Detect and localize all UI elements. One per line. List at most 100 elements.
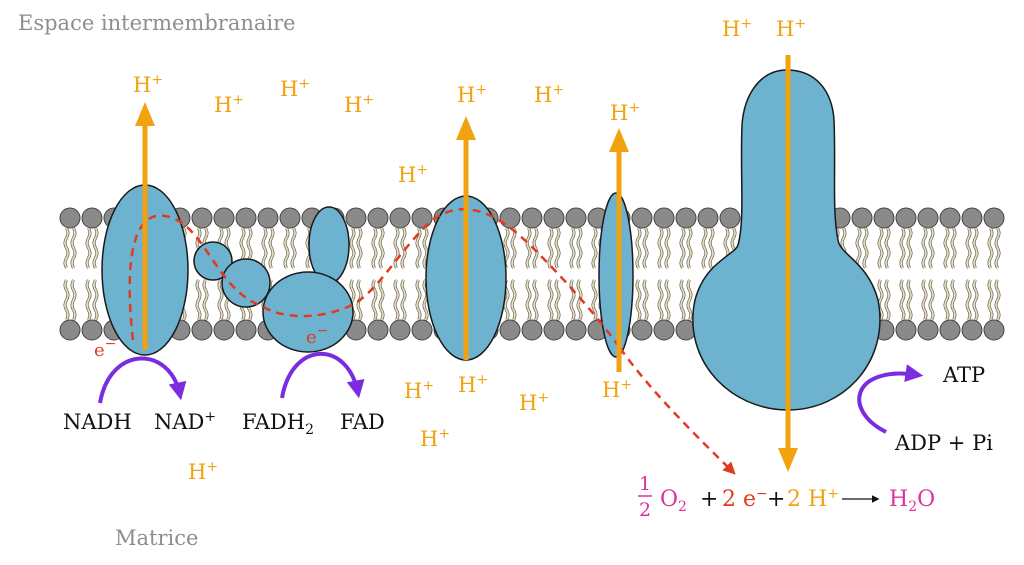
water-formation-equation: 1 2 O2 + 2 e− + 2 H+ H2O — [638, 473, 935, 521]
lipid-tail — [555, 227, 560, 269]
lipid-tail — [196, 279, 201, 321]
lipid-head — [653, 207, 675, 229]
lipid-tail — [680, 279, 685, 321]
fraction-denominator: 2 — [639, 499, 651, 521]
lipid-tail — [577, 227, 582, 269]
lipid-tail — [680, 227, 685, 269]
atp-synthesis-arrow — [857, 364, 924, 434]
reaction-arrows — [98, 351, 924, 434]
lipid-head — [235, 207, 257, 229]
lipid-tail — [878, 227, 883, 269]
proton-label: H+ — [458, 372, 488, 397]
lipid-head — [895, 207, 917, 229]
proton-label: H+ — [214, 92, 244, 117]
lipid-tail — [218, 279, 223, 321]
complex-ii-subunit-b — [308, 206, 350, 284]
lipid-head — [367, 207, 389, 229]
lipid-head — [389, 207, 411, 229]
proton-labels: H+ H+ H+ H+ H+ H+ H+ H+ H+ H+ H+ H+ H+ H… — [133, 16, 806, 484]
lipid-tail — [93, 227, 98, 269]
lipid-tail — [511, 279, 516, 321]
lipid-tail — [687, 279, 692, 321]
lipid-tail — [423, 227, 428, 269]
lipid-head — [279, 207, 301, 229]
complex-iv-proton-arrowhead — [609, 128, 629, 152]
lipid-tail — [526, 227, 531, 269]
lipid-head — [81, 207, 103, 229]
lipid-head — [543, 319, 565, 341]
lipid-head — [191, 319, 213, 341]
lipid-tail — [944, 227, 949, 269]
lipid-tail — [86, 279, 91, 321]
lipid-tail — [401, 227, 406, 269]
complex-iv — [598, 192, 634, 358]
lipid-tail — [878, 279, 883, 321]
proton-label: H+ — [519, 390, 549, 415]
lipid-head — [675, 207, 697, 229]
lipid-tail — [922, 227, 927, 269]
proton-arrows — [135, 55, 798, 472]
proton-label: H+ — [610, 100, 640, 125]
lipid-tail — [357, 227, 362, 269]
lipid-tail — [284, 227, 289, 269]
plus-sign: + — [700, 487, 718, 512]
lipid-tail — [995, 279, 1000, 321]
proton-label: H+ — [133, 72, 163, 97]
atp-synthase-proton-arrowhead — [778, 448, 798, 472]
proton-label: H+ — [398, 162, 428, 187]
lipid-head — [917, 207, 939, 229]
electron-label-complex-ii: e− — [306, 323, 328, 348]
lipid-head — [983, 319, 1005, 341]
lipid-tail — [863, 227, 868, 269]
lipid-head — [939, 319, 961, 341]
lipid-tail — [379, 227, 384, 269]
lipid-tail — [423, 279, 428, 321]
lipid-head — [59, 207, 81, 229]
lipid-tail — [555, 279, 560, 321]
lipid-tail — [71, 279, 76, 321]
complex-ii-subunit-a — [221, 258, 271, 308]
proton-label: H+ — [280, 76, 310, 101]
lipid-tail — [643, 279, 648, 321]
lipid-tail — [973, 227, 978, 269]
matrix-label: Matrice — [115, 526, 198, 550]
lipid-head — [631, 319, 653, 341]
lipid-tail — [687, 227, 692, 269]
lipid-head — [367, 319, 389, 341]
lipid-tail — [592, 279, 597, 321]
lipid-tail — [966, 279, 971, 321]
lipid-tail — [93, 279, 98, 321]
lipid-head — [631, 207, 653, 229]
lipid-head — [235, 319, 257, 341]
lipid-head — [389, 319, 411, 341]
lipid-tail — [885, 227, 890, 269]
electron-to-oxygen-arrow — [618, 347, 736, 475]
intermembrane-space-label: Espace intermembranaire — [18, 11, 296, 35]
lipid-head — [697, 207, 719, 229]
lipid-head — [983, 207, 1005, 229]
nad-plus-label: NAD+ — [154, 409, 216, 434]
protons-term: 2 H+ — [787, 486, 839, 512]
lipid-tail — [885, 279, 890, 321]
fadh2-oxidation-arrow — [280, 351, 365, 399]
electrons-term: 2 e− — [722, 486, 768, 512]
lipid-tail — [548, 227, 553, 269]
lipid-head — [213, 207, 235, 229]
lipid-tail — [269, 227, 274, 269]
lipid-head — [565, 319, 587, 341]
lipid-tail — [636, 227, 641, 269]
lipid-head — [565, 207, 587, 229]
proton-label: H+ — [776, 16, 806, 41]
lipid-tail — [856, 227, 861, 269]
proton-label: H+ — [457, 82, 487, 107]
lipid-tail — [533, 279, 538, 321]
lipid-tail — [291, 227, 296, 269]
lipid-head — [499, 319, 521, 341]
lipid-head — [939, 207, 961, 229]
lipid-head — [59, 319, 81, 341]
lipid-tail — [665, 279, 670, 321]
proton-label: H+ — [404, 378, 434, 403]
water-term: H2O — [889, 487, 935, 515]
lipid-tail — [548, 279, 553, 321]
